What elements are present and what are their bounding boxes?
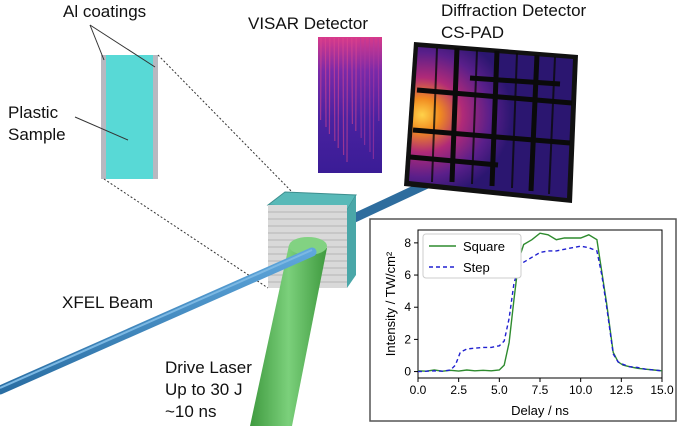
- zoom-lines: [103, 54, 299, 289]
- visar-streak: [360, 37, 362, 139]
- xfel-beam: [0, 247, 317, 395]
- x-tick-label: 5.0: [491, 383, 508, 397]
- series-line-step: [417, 245, 663, 373]
- x-tick-label: 15.0: [650, 383, 674, 397]
- x-tick-label: 12.5: [610, 383, 634, 397]
- plastic-sample: [101, 55, 158, 179]
- y-tick-label: 4: [404, 300, 411, 314]
- drive-laser-label-line3: ~10 ns: [165, 402, 217, 421]
- intensity-chart: 0.0 2.5 5.0 7.5 10.0 12.5 15.0 0 2 4 6 8 Delay / ns…: [369, 218, 677, 422]
- sample-body: [106, 55, 153, 179]
- visar-detector-image: [318, 37, 382, 173]
- legend-label-square: Square: [463, 239, 505, 254]
- chart-series: [417, 232, 663, 373]
- label-pointers: [74, 24, 156, 141]
- drive-laser-label-line1: Drive Laser: [165, 358, 252, 377]
- visar-streak: [342, 37, 345, 156]
- diffraction-detector-label-line2: CS-PAD: [441, 23, 504, 42]
- plastic-label-line1: Plastic: [8, 103, 59, 122]
- y-tick-label: 8: [404, 236, 411, 250]
- chart-ticks: 0.0 2.5 5.0 7.5 10.0 12.5 15.0 0 2 4 6 8: [404, 236, 674, 397]
- visar-streaks: [320, 37, 380, 163]
- x-tick-label: 0.0: [410, 383, 427, 397]
- al-coating-left: [101, 55, 106, 179]
- y-tick-label: 0: [404, 365, 411, 379]
- chart-legend: Square Step: [422, 233, 522, 279]
- x-tick-label: 10.0: [569, 383, 593, 397]
- series-line-square: [417, 232, 663, 372]
- visar-streak: [368, 37, 371, 153]
- visar-streak: [333, 37, 336, 142]
- drive-laser-label-line2: Up to 30 J: [165, 380, 243, 399]
- xfel-beam-label: XFEL Beam: [62, 293, 153, 312]
- chart-frame: [369, 218, 677, 422]
- visar-streak: [351, 37, 353, 125]
- y-tick-label: 2: [404, 332, 411, 346]
- visar-detector-label: VISAR Detector: [248, 14, 368, 33]
- drive-laser-beam: [250, 237, 327, 426]
- y-tick-label: 6: [404, 268, 411, 282]
- visar-streak: [377, 37, 380, 122]
- diagram-labels: Al coatings Plastic Sample VISAR Detecto…: [8, 1, 587, 421]
- xfel-beam-highlight: [0, 249, 313, 389]
- x-axis-label: Delay / ns: [511, 403, 569, 418]
- diffraction-detector-label-line1: Diffraction Detector: [441, 1, 587, 20]
- visar-streak: [324, 37, 327, 128]
- al-coatings-label: Al coatings: [63, 2, 146, 21]
- plastic-label-line2: Sample: [8, 125, 66, 144]
- x-tick-label: 2.5: [450, 383, 467, 397]
- al-coating-right: [153, 55, 158, 179]
- legend-label-step: Step: [463, 260, 490, 275]
- x-tick-label: 7.5: [532, 383, 549, 397]
- cspad-detector: [404, 42, 578, 203]
- y-axis-label: Intensity / TW/cm²: [383, 251, 398, 356]
